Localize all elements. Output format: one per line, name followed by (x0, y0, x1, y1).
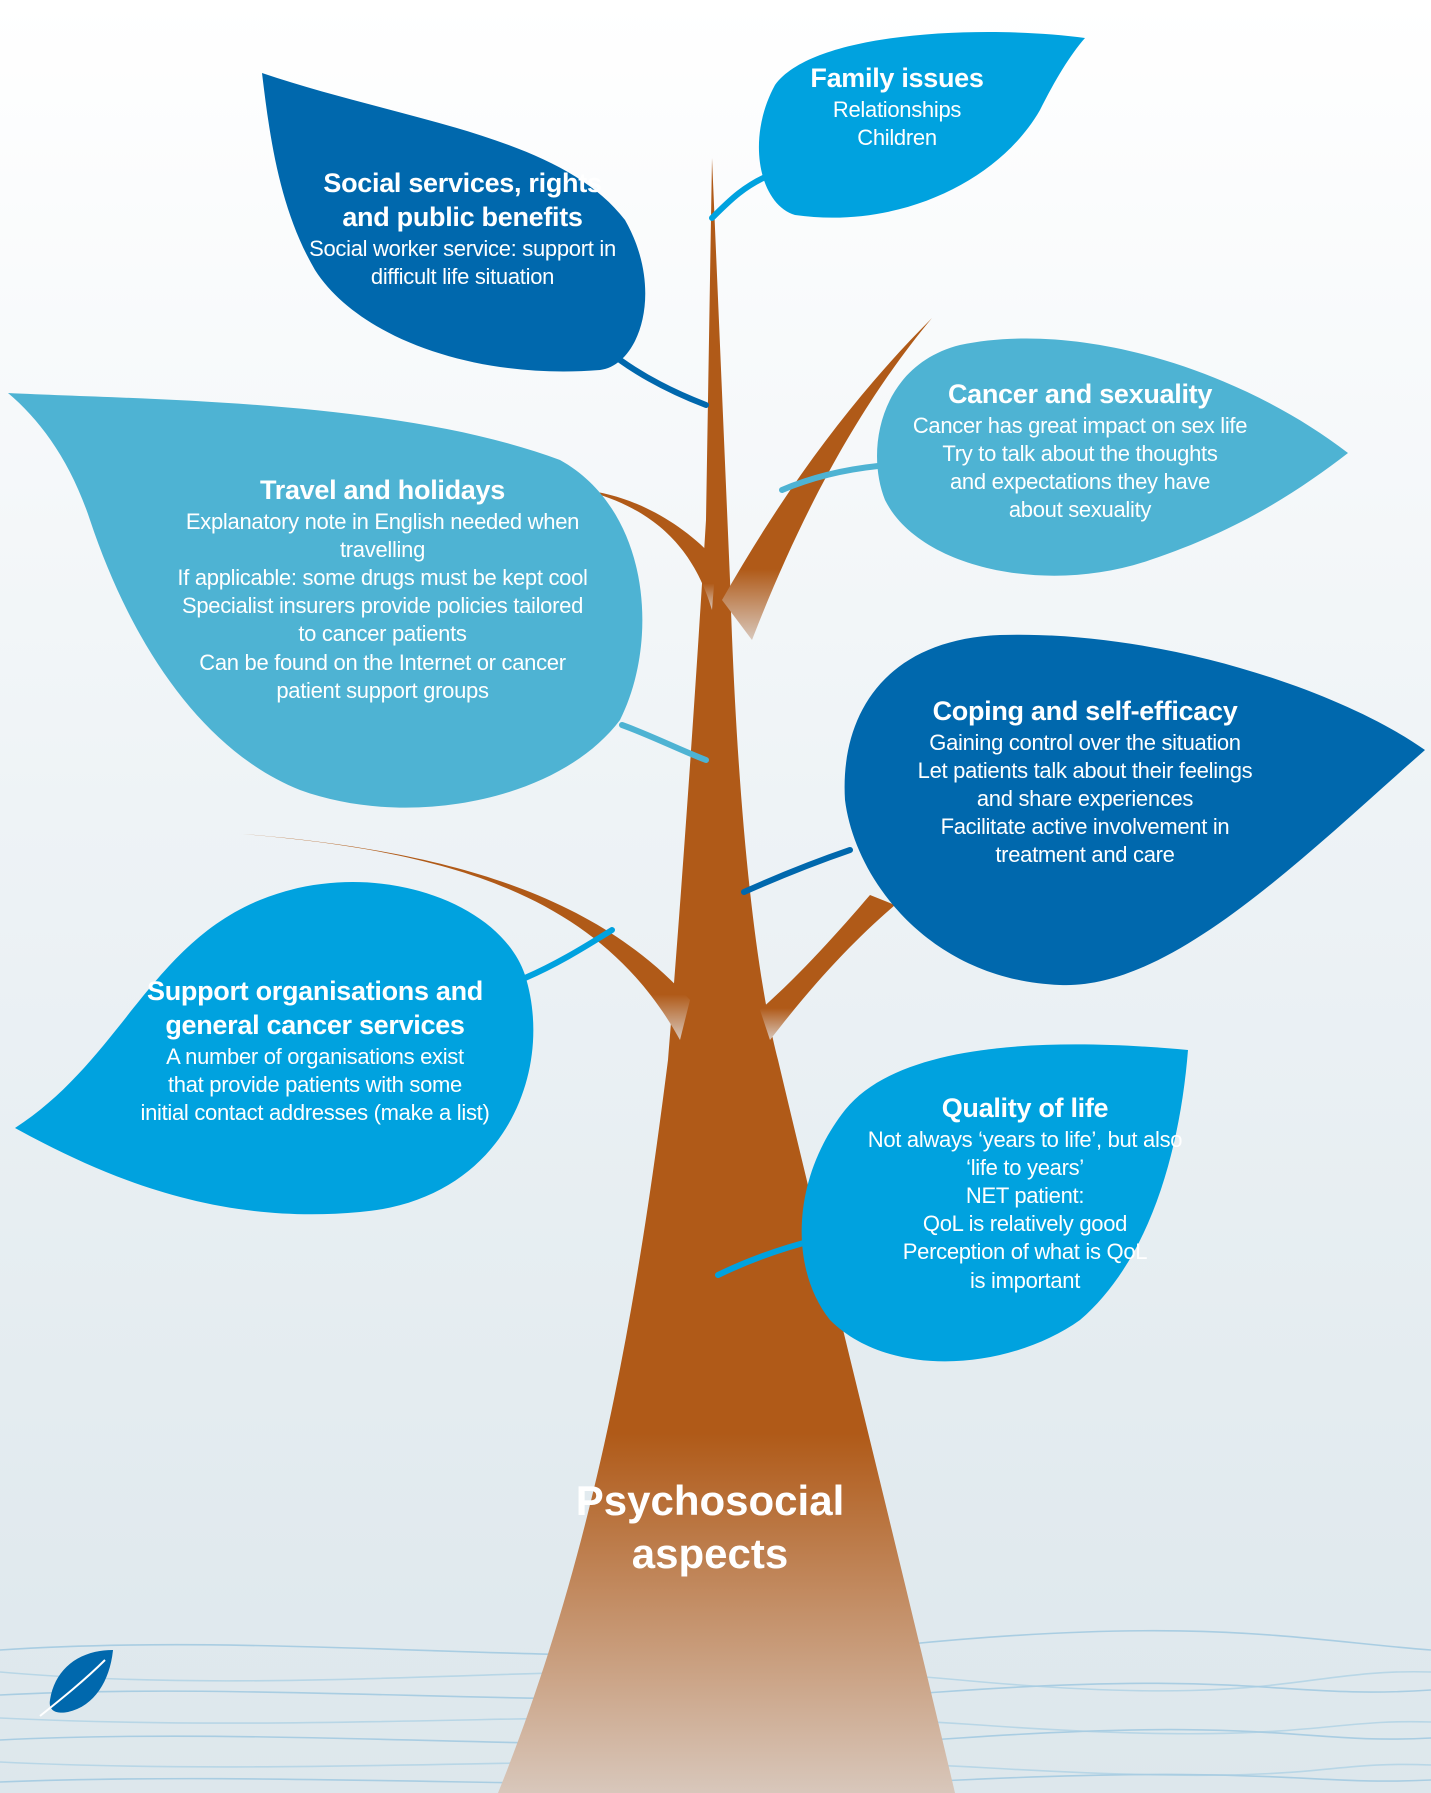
leaf-line: If applicable: some drugs must be kept c… (177, 565, 588, 591)
leaf-line: Facilitate active involvement in (940, 814, 1230, 840)
leaf-line: about sexuality (1008, 497, 1152, 523)
leaf-line: treatment and care (995, 842, 1175, 868)
leaf-coping-text: Coping and self-efficacy Gaining control… (905, 695, 1265, 870)
branch-upper-right (722, 318, 932, 640)
leaf-line: difficult life situation (370, 263, 555, 289)
leaf-travel-text: Travel and holidays Explanatory note in … (170, 474, 595, 705)
leaf-line: Children (857, 124, 937, 150)
leaf-family (758, 32, 1085, 218)
leaf-title: Quality of life (941, 1093, 1109, 1123)
leaf-support (15, 882, 534, 1215)
leaf-line: Cancer has great impact on sex life (912, 412, 1248, 438)
leaf-line: patient support groups (276, 677, 489, 703)
leaf-social-text: Social services, rights and public benef… (305, 167, 620, 291)
leaf-line: that provide patients with some (168, 1071, 462, 1097)
leaf-line: ‘life to years’ (966, 1154, 1084, 1180)
leaf-line: and expectations they have (949, 469, 1211, 495)
trunk-label-line: aspects (631, 1529, 789, 1577)
leaf-title: Social services, rights and public benef… (323, 168, 602, 232)
leaf-line: to cancer patients (298, 621, 467, 647)
leaf-coping (844, 634, 1425, 986)
leaf-quality (801, 1044, 1188, 1362)
leaf-line: Social worker service: support in (309, 235, 616, 261)
leaf-line: A number of organisations exist (166, 1043, 464, 1069)
leaf-line: Try to talk about the thoughts (942, 440, 1218, 466)
trunk-label: Psychosocial aspects (560, 1475, 860, 1580)
leaf-sexuality (877, 338, 1348, 576)
leaf-line: Explanatory note in English needed when (185, 508, 580, 534)
leaf-quality-text: Quality of life Not always ‘years to lif… (865, 1092, 1185, 1295)
leaf-title: Support organisations and general cancer… (146, 976, 483, 1040)
leaf-line: Gaining control over the situation (929, 729, 1241, 755)
leaf-support-text: Support organisations and general cancer… (140, 975, 490, 1127)
leaf-travel (8, 393, 643, 808)
leaf-sexuality-text: Cancer and sexuality Cancer has great im… (905, 378, 1255, 524)
leaf-line: Not always ‘years to life’, but also (867, 1126, 1183, 1152)
branch-right-lower (760, 895, 895, 1040)
leaf-family-text: Family issues Relationships Children (797, 62, 997, 152)
trunk-label-line: Psychosocial (575, 1477, 845, 1524)
leaf-line: NET patient: (965, 1183, 1085, 1209)
leaf-line: is important (969, 1267, 1081, 1293)
leaf-line: travelling (339, 536, 426, 562)
leaf-line: QoL is relatively good (922, 1211, 1128, 1237)
leaf-line: Specialist insurers provide policies tai… (181, 593, 584, 619)
leaf-title: Travel and holidays (260, 475, 505, 505)
leaf-line: and share experiences (976, 786, 1194, 812)
leaf-title: Coping and self-efficacy (932, 696, 1238, 726)
leaf-line: Let patients talk about their feelings (917, 757, 1253, 783)
leaf-line: Relationships (832, 96, 962, 122)
leaf-title: Family issues (810, 63, 984, 93)
leaf-logo-icon (39, 1650, 113, 1717)
leaf-line: initial contact addresses (make a list) (140, 1099, 490, 1125)
leaf-stems (522, 171, 881, 1278)
trunk (498, 158, 955, 1793)
leaf-title: Cancer and sexuality (947, 379, 1213, 409)
leaf-line: Perception of what is QoL (902, 1239, 1148, 1265)
leaf-social (262, 73, 646, 372)
leaf-line: Can be found on the Internet or cancer (199, 649, 566, 675)
branch-left-upper (584, 490, 716, 610)
